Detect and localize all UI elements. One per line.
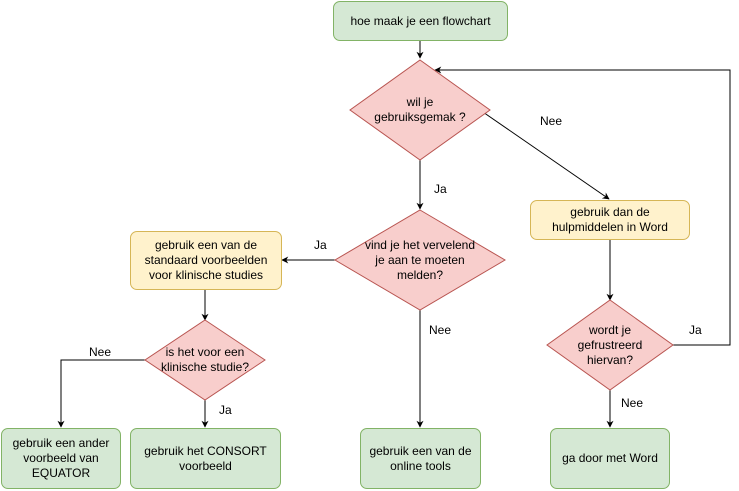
edge-label-nee-vervelend: Nee (428, 323, 453, 337)
connectors (57, 41, 731, 428)
diamond-klinisch[interactable] (144, 319, 266, 401)
node-standaard-voorbeelden[interactable]: gebruik een van de standaard voorbeelden… (130, 231, 282, 290)
node-equator[interactable]: gebruik een ander voorbeeld van EQUATOR (1, 428, 121, 489)
node-consort[interactable]: gebruik het CONSORT voorbeeld (130, 428, 281, 489)
edge-label-ja-klinisch: Ja (218, 403, 233, 417)
edge-gefrustreerd-ja-loop (434, 66, 731, 346)
edge-label-ja-vervelend: Ja (313, 238, 328, 252)
decisions (144, 59, 674, 401)
diamond-gefrustreerd[interactable] (546, 299, 674, 391)
node-word-hulpmiddelen[interactable]: gebruik dan de hulpmiddelen in Word (530, 200, 690, 240)
node-start[interactable]: hoe maak je een flowchart (333, 1, 508, 41)
edge-klinisch-nee-to-equator (57, 359, 145, 428)
diamond-vervelend[interactable] (334, 209, 506, 311)
edge-label-nee-gefrustreerd: Nee (620, 396, 645, 410)
edge-gebruiksgemak-nee-to-word (479, 109, 610, 200)
edge-label-nee-klinisch: Nee (88, 345, 113, 359)
diamond-gebruiksgemak[interactable] (349, 59, 491, 161)
edge-label-ja-gefrustreerd: Ja (688, 323, 703, 337)
edge-label-ja-gebruiksgemak: Ja (433, 182, 448, 196)
edge-label-nee-gebruiksgemak: Nee (539, 114, 564, 128)
node-online-tools[interactable]: gebruik een van de online tools (360, 428, 481, 489)
node-ga-door-met-word[interactable]: ga door met Word (550, 428, 670, 489)
